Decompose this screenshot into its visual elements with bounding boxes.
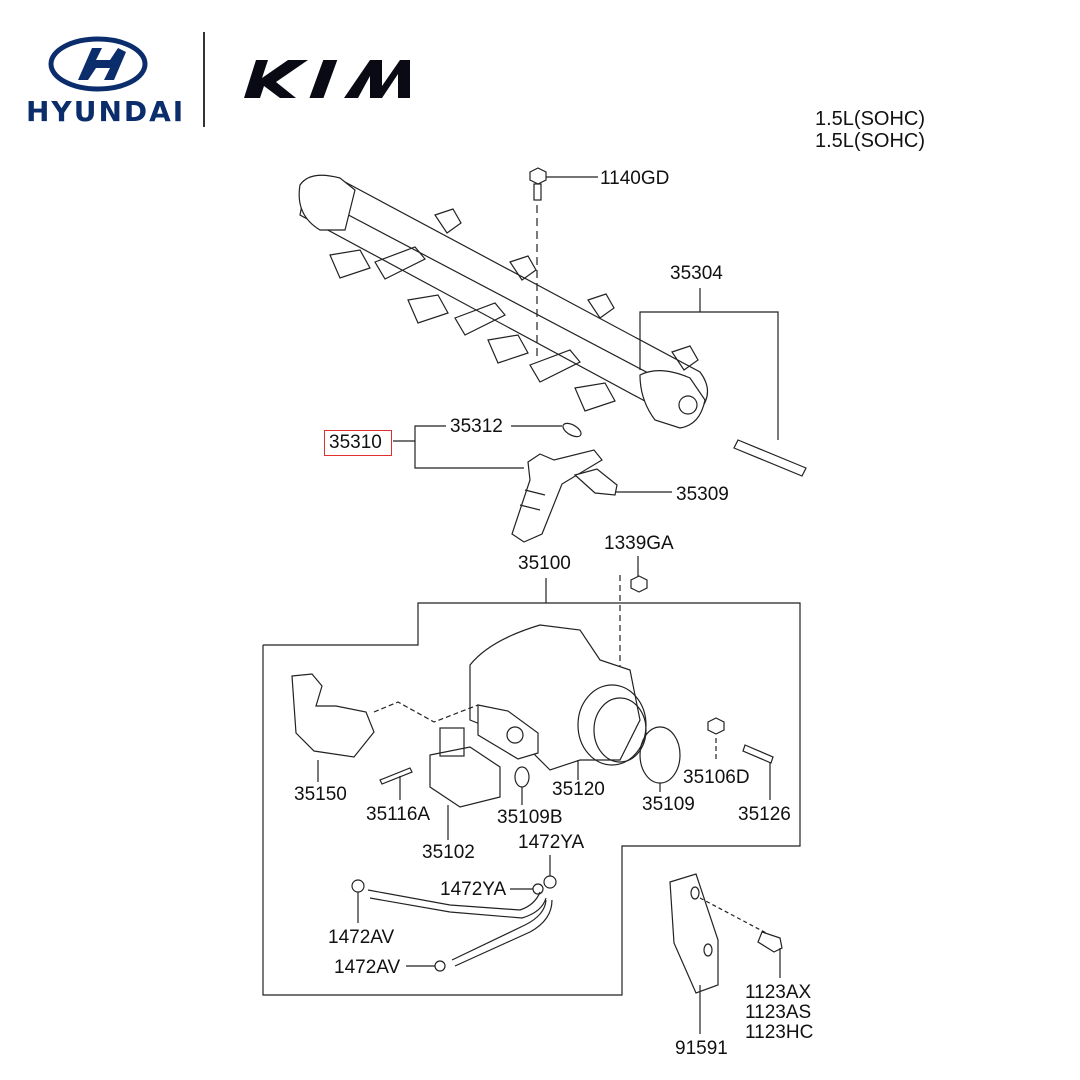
part-label-1472AV-bot[interactable]: 1472AV: [334, 957, 401, 978]
nut-1339GA[interactable]: [630, 575, 648, 593]
throttle-body-35120[interactable]: [469, 624, 647, 771]
bracket-91591[interactable]: [669, 873, 719, 994]
part-label-1140GD[interactable]: 1140GD: [600, 168, 670, 189]
part-label-35116A[interactable]: 35116A: [366, 804, 431, 825]
nut-35106D[interactable]: [707, 717, 725, 735]
part-label-1472AV-top[interactable]: 1472AV: [328, 927, 395, 948]
sensor-35102[interactable]: [429, 727, 501, 808]
part-label-1339GA[interactable]: 1339GA: [604, 533, 674, 554]
highlighted-part-35310[interactable]: [324, 430, 392, 456]
bolt-1123AX[interactable]: [757, 931, 783, 953]
injector-35310[interactable]: [511, 449, 603, 543]
clip-35309[interactable]: [573, 468, 618, 496]
clamp-1472YA-top[interactable]: [543, 875, 557, 889]
bolt-35126[interactable]: [742, 744, 774, 764]
fuel-rail-35304[interactable]: [298, 174, 709, 429]
clamp-1472YA-mid[interactable]: [532, 883, 544, 895]
stud-bolt[interactable]: [733, 439, 807, 477]
part-label-1123AS[interactable]: 1123AS: [745, 1002, 812, 1023]
engine-spec-line-1: 1.5L(SOHC): [814, 108, 926, 130]
o-ring-35312[interactable]: [561, 421, 583, 440]
part-label-35106D[interactable]: 35106D: [683, 767, 750, 788]
logo-divider: [203, 32, 205, 127]
part-label-1123HC[interactable]: 1123HC: [745, 1022, 814, 1043]
part-label-1472YA-top[interactable]: 1472YA: [518, 832, 585, 853]
bolt-35116A[interactable]: [379, 767, 413, 785]
plug-35109B[interactable]: [514, 766, 530, 788]
part-label-91591[interactable]: 91591: [675, 1038, 728, 1059]
sensor-35150[interactable]: [291, 673, 375, 758]
part-label-35312[interactable]: 35312: [450, 416, 503, 437]
hyundai-wordmark: HYUNDAI: [26, 95, 186, 128]
hose-upper[interactable]: [367, 889, 547, 919]
part-label-35109B[interactable]: 35109B: [497, 807, 563, 828]
part-label-35310[interactable]: 35310: [329, 432, 382, 453]
clamp-1472AV-top[interactable]: [351, 879, 365, 893]
part-label-35120[interactable]: 35120: [552, 779, 605, 800]
part-label-35109[interactable]: 35109: [642, 794, 695, 815]
cap-35109[interactable]: [639, 726, 681, 784]
clamp-1472AV-bot[interactable]: [434, 960, 446, 972]
hyundai-emblem-icon: [48, 36, 148, 92]
part-label-35126[interactable]: 35126: [738, 804, 791, 825]
part-label-35100[interactable]: 35100: [518, 553, 571, 574]
part-label-35304[interactable]: 35304: [670, 263, 723, 284]
kia-logo-icon: [244, 60, 410, 98]
part-label-1472YA-mid[interactable]: 1472YA: [440, 879, 507, 900]
engine-spec: 1.5L(SOHC) 1.5L(SOHC): [790, 108, 950, 152]
part-label-35102[interactable]: 35102: [422, 842, 475, 863]
part-label-35150[interactable]: 35150: [294, 784, 347, 805]
hose-lower[interactable]: [451, 899, 553, 967]
part-label-1123AX[interactable]: 1123AX: [745, 982, 812, 1003]
part-label-35309[interactable]: 35309: [676, 484, 729, 505]
engine-spec-line-2: 1.5L(SOHC): [814, 130, 926, 152]
bolt-1140GD[interactable]: [529, 167, 547, 201]
